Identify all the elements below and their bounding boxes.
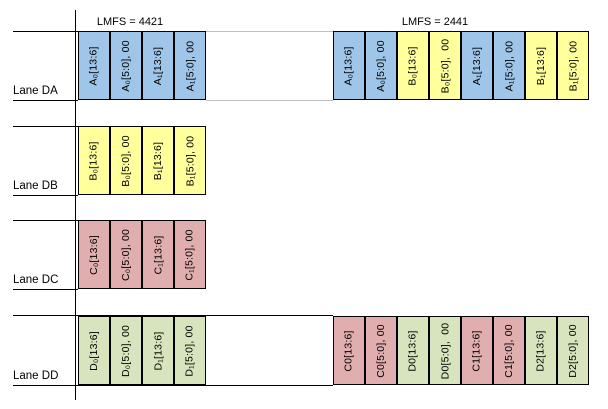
data-cell: A₀[13:6]	[78, 31, 110, 100]
lane-dd-top-rule	[13, 315, 333, 316]
lane-dd-bottom-rule	[13, 385, 333, 386]
cell-label: A₀[5:0], 00	[120, 39, 133, 92]
data-cell: A₁[13:6]	[461, 31, 493, 100]
data-cell: D2[5:0], 00	[557, 316, 589, 385]
data-cell: B₁[13:6]	[142, 126, 174, 195]
lane-da-top-rule	[13, 31, 78, 32]
cell-label: D₁[5:0], 00	[184, 324, 196, 377]
cell-label: B₀[13:6]	[88, 140, 101, 181]
data-cell: A₁[13:6]	[142, 31, 174, 100]
lane-dc-bottom-rule	[13, 289, 78, 290]
data-cell: A₀[13:6]	[333, 31, 365, 100]
data-cell: C1[13:6]	[461, 316, 493, 385]
cell-label: C0[13:6]	[343, 329, 356, 372]
cell-label: C₀[5:0], 00	[120, 228, 132, 281]
cell-label: D0[5:0], 00	[439, 322, 451, 379]
cell-label: D2[13:6]	[535, 329, 548, 372]
axis-vertical-line	[75, 10, 76, 400]
lane-da-group-4421: A₀[13:6] A₀[5:0], 00 A₁[13:6] A₁[5:0], 0…	[78, 31, 206, 100]
lane-da-bottom-rule	[13, 100, 78, 101]
lane-da-bottom-connector	[206, 100, 333, 101]
data-cell: A₀[5:0], 00	[110, 31, 142, 100]
data-cell: B₀[5:0], 00	[429, 31, 461, 100]
data-cell: D₁[13:6]	[142, 316, 174, 385]
cell-label: B₁[5:0], 00	[567, 40, 580, 91]
cell-label: A₁[5:0], 00	[184, 40, 197, 91]
cell-label: B₀[13:6]	[407, 45, 420, 86]
lane-label-dc: Lane DC	[13, 274, 59, 286]
lane-db-group-4421: B₀[13:6] B₀[5:0], 00 B₁[13:6] B₁[5:0], 0…	[78, 126, 206, 195]
data-cell: B₁[5:0], 00	[557, 31, 589, 100]
cell-label: C1[13:6]	[471, 329, 484, 372]
cell-label: B₀[5:0], 00	[120, 134, 133, 187]
cell-label: C0[5:0], 00	[375, 323, 388, 378]
data-cell: A₀[5:0], 00	[365, 31, 397, 100]
cell-label: C₁[5:0], 00	[184, 228, 196, 281]
lane-label-dd: Lane DD	[13, 370, 59, 382]
lane-dd-group-2441: C0[13:6] C0[5:0], 00 D0[13:6] D0[5:0], 0…	[333, 316, 589, 385]
cell-label: A₁[13:6]	[471, 46, 484, 85]
cell-label: B₁[13:6]	[535, 46, 548, 85]
data-cell: B₀[13:6]	[78, 126, 110, 195]
data-cell: A₁[5:0], 00	[174, 31, 206, 100]
lane-db-bottom-rule	[13, 195, 78, 196]
lane-dc-group-4421: C₀[13:6] C₀[5:0], 00 C₁[13:6] C₁[5:0], 0…	[78, 220, 206, 289]
cell-label: B₁[5:0], 00	[184, 135, 197, 186]
cell-label: B₀[5:0], 00	[439, 38, 451, 93]
cell-label: A₀[13:6]	[88, 45, 101, 86]
cell-label: D2[5:0], 00	[567, 323, 580, 378]
lane-dd-group-4421: D₀[13:6] D₀[5:0], 00 D₁[13:6] D₁[5:0], 0…	[78, 316, 206, 385]
lane-da-top-connector	[206, 31, 333, 32]
data-cell: C₀[5:0], 00	[110, 220, 142, 289]
cell-label: D₀[13:6]	[88, 330, 100, 371]
header-lmfs-4421: LMFS = 4421	[96, 16, 164, 28]
data-cell: B₀[5:0], 00	[110, 126, 142, 195]
cell-label: A₀[5:0], 00	[375, 39, 388, 92]
data-cell: B₁[13:6]	[525, 31, 557, 100]
cell-label: D₀[5:0], 00	[120, 324, 132, 377]
data-cell: D₁[5:0], 00	[174, 316, 206, 385]
cell-label: C₁[13:6]	[152, 235, 164, 274]
cell-label: C₀[13:6]	[88, 234, 100, 275]
header-lmfs-2441: LMFS = 2441	[401, 16, 469, 28]
cell-label: D0[13:6]	[407, 329, 420, 372]
cell-label: D₁[13:6]	[152, 331, 164, 370]
data-cell: C0[5:0], 00	[365, 316, 397, 385]
data-cell: C₀[13:6]	[78, 220, 110, 289]
data-cell: B₀[13:6]	[397, 31, 429, 100]
cell-label: A₁[5:0], 00	[503, 40, 516, 91]
data-cell: B₁[5:0], 00	[174, 126, 206, 195]
data-cell: D0[13:6]	[397, 316, 429, 385]
lane-label-db: Lane DB	[13, 180, 58, 192]
cell-label: B₁[13:6]	[152, 141, 165, 180]
data-cell: A₁[5:0], 00	[493, 31, 525, 100]
lane-label-da: Lane DA	[13, 85, 58, 97]
cell-label: A₀[13:6]	[343, 45, 356, 86]
data-cell: C1[5:0], 00	[493, 316, 525, 385]
cell-label: A₁[13:6]	[152, 46, 165, 85]
lane-db-top-rule	[13, 126, 78, 127]
cell-label: C1[5:0], 00	[503, 323, 516, 378]
data-cell: C₁[5:0], 00	[174, 220, 206, 289]
data-cell: D₀[13:6]	[78, 316, 110, 385]
data-cell: C0[13:6]	[333, 316, 365, 385]
data-cell: D2[13:6]	[525, 316, 557, 385]
lane-dc-top-rule	[13, 220, 78, 221]
data-cell: D0[5:0], 00	[429, 316, 461, 385]
lane-da-group-2441: A₀[13:6] A₀[5:0], 00 B₀[13:6] B₀[5:0], 0…	[333, 31, 589, 100]
data-cell: C₁[13:6]	[142, 220, 174, 289]
data-cell: D₀[5:0], 00	[110, 316, 142, 385]
